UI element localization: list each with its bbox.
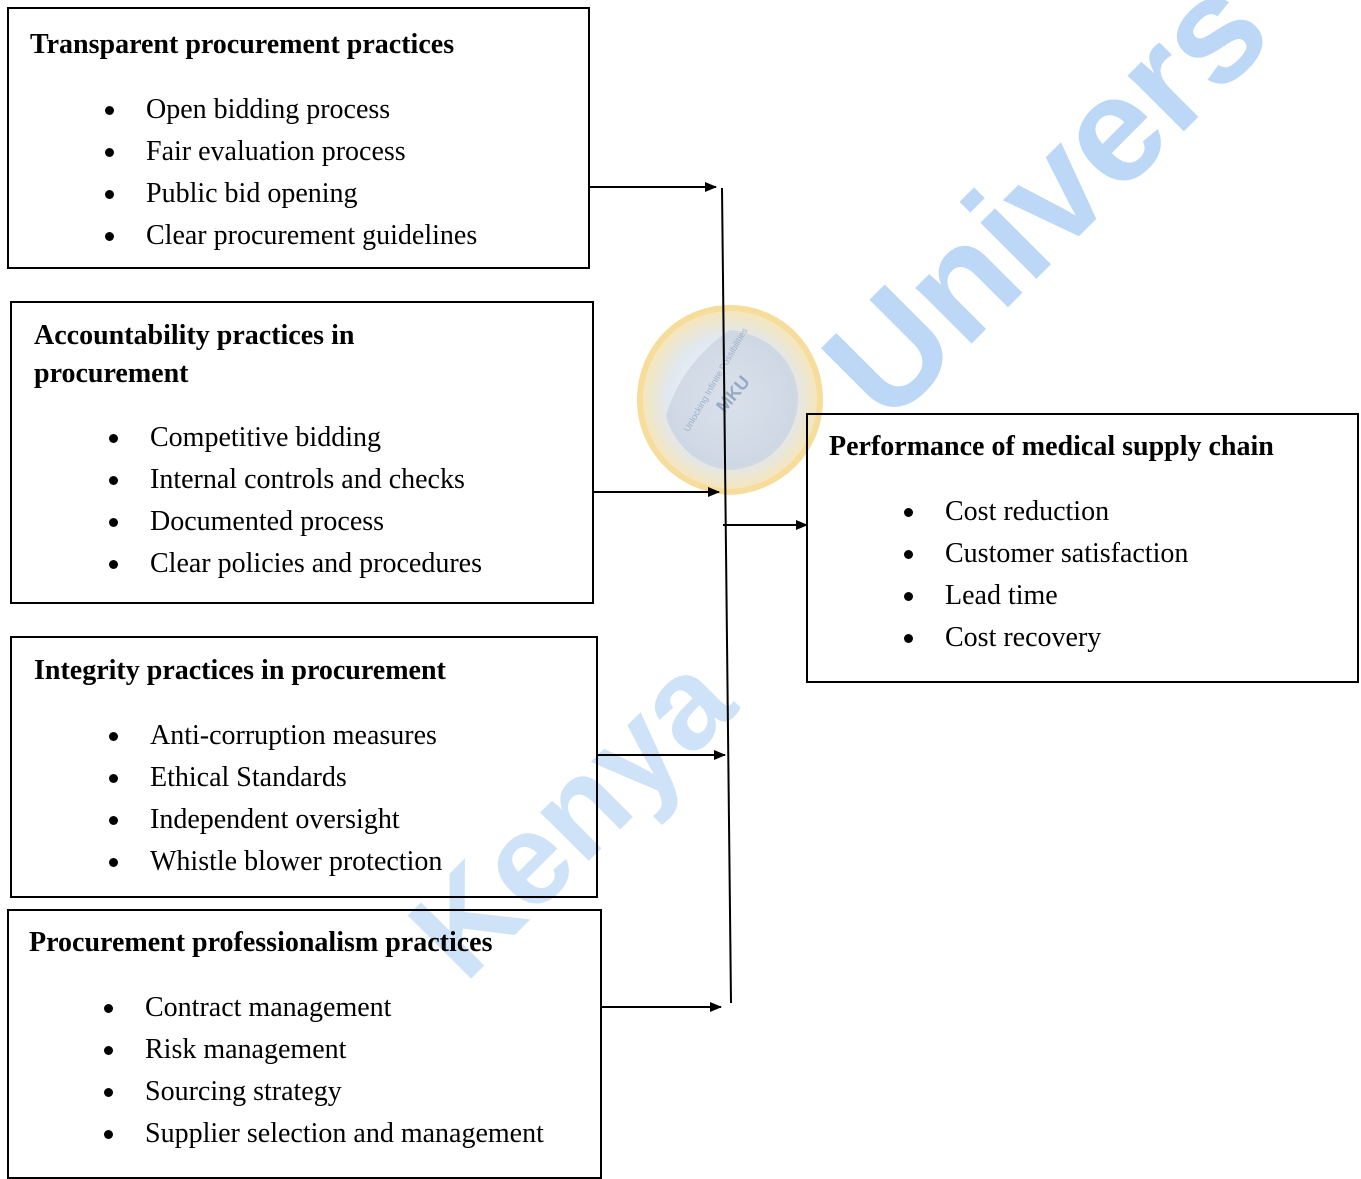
item-list: Anti-corruption measures Ethical Standar… bbox=[34, 715, 596, 883]
list-item: Clear policies and procedures bbox=[34, 543, 592, 585]
list-item: Risk management bbox=[29, 1029, 600, 1071]
box-title: Performance of medical supply chain bbox=[829, 431, 1274, 462]
list-item: Sourcing strategy bbox=[29, 1071, 600, 1113]
item-list: Competitive bidding Internal controls an… bbox=[34, 417, 592, 585]
item-list: Open bidding process Fair evaluation pro… bbox=[30, 89, 588, 257]
list-item: Public bid opening bbox=[30, 173, 588, 215]
box-professionalism-practices: Procurement professionalism practices Co… bbox=[7, 909, 602, 1179]
box-title: Procurement professionalism practices bbox=[29, 927, 493, 958]
list-item: Clear procurement guidelines bbox=[30, 215, 588, 257]
central-vertical-line bbox=[721, 187, 732, 1004]
box-title: Integrity practices in procurement bbox=[34, 655, 446, 686]
box-title: Transparent procurement practices bbox=[30, 29, 455, 60]
list-item: Documented process bbox=[34, 501, 592, 543]
list-item: Whistle blower protection bbox=[34, 841, 596, 883]
list-item: Open bidding process bbox=[30, 89, 588, 131]
list-item: Competitive bidding bbox=[34, 417, 592, 459]
box-performance-outcome: Performance of medical supply chain Cost… bbox=[806, 413, 1359, 683]
list-item: Internal controls and checks bbox=[34, 459, 592, 501]
list-item: Cost reduction bbox=[829, 491, 1357, 533]
university-seal-logo: MKU Unlocking Infinite Possibilities bbox=[636, 304, 824, 496]
item-list: Contract management Risk management Sour… bbox=[29, 987, 600, 1155]
list-item: Supplier selection and management bbox=[29, 1113, 600, 1155]
list-item: Lead time bbox=[829, 575, 1357, 617]
item-list: Cost reduction Customer satisfaction Lea… bbox=[829, 491, 1357, 659]
list-item: Contract management bbox=[29, 987, 600, 1029]
list-item: Customer satisfaction bbox=[829, 533, 1357, 575]
box-transparent-procurement: Transparent procurement practices Open b… bbox=[7, 7, 590, 269]
list-item: Anti-corruption measures bbox=[34, 715, 596, 757]
list-item: Cost recovery bbox=[829, 617, 1357, 659]
list-item: Independent oversight bbox=[34, 799, 596, 841]
list-item: Fair evaluation process bbox=[30, 131, 588, 173]
box-title: Accountability practices in procurement bbox=[34, 320, 355, 389]
box-accountability-practices: Accountability practices in procurement … bbox=[10, 301, 594, 604]
box-integrity-practices: Integrity practices in procurement Anti-… bbox=[10, 636, 598, 898]
list-item: Ethical Standards bbox=[34, 757, 596, 799]
